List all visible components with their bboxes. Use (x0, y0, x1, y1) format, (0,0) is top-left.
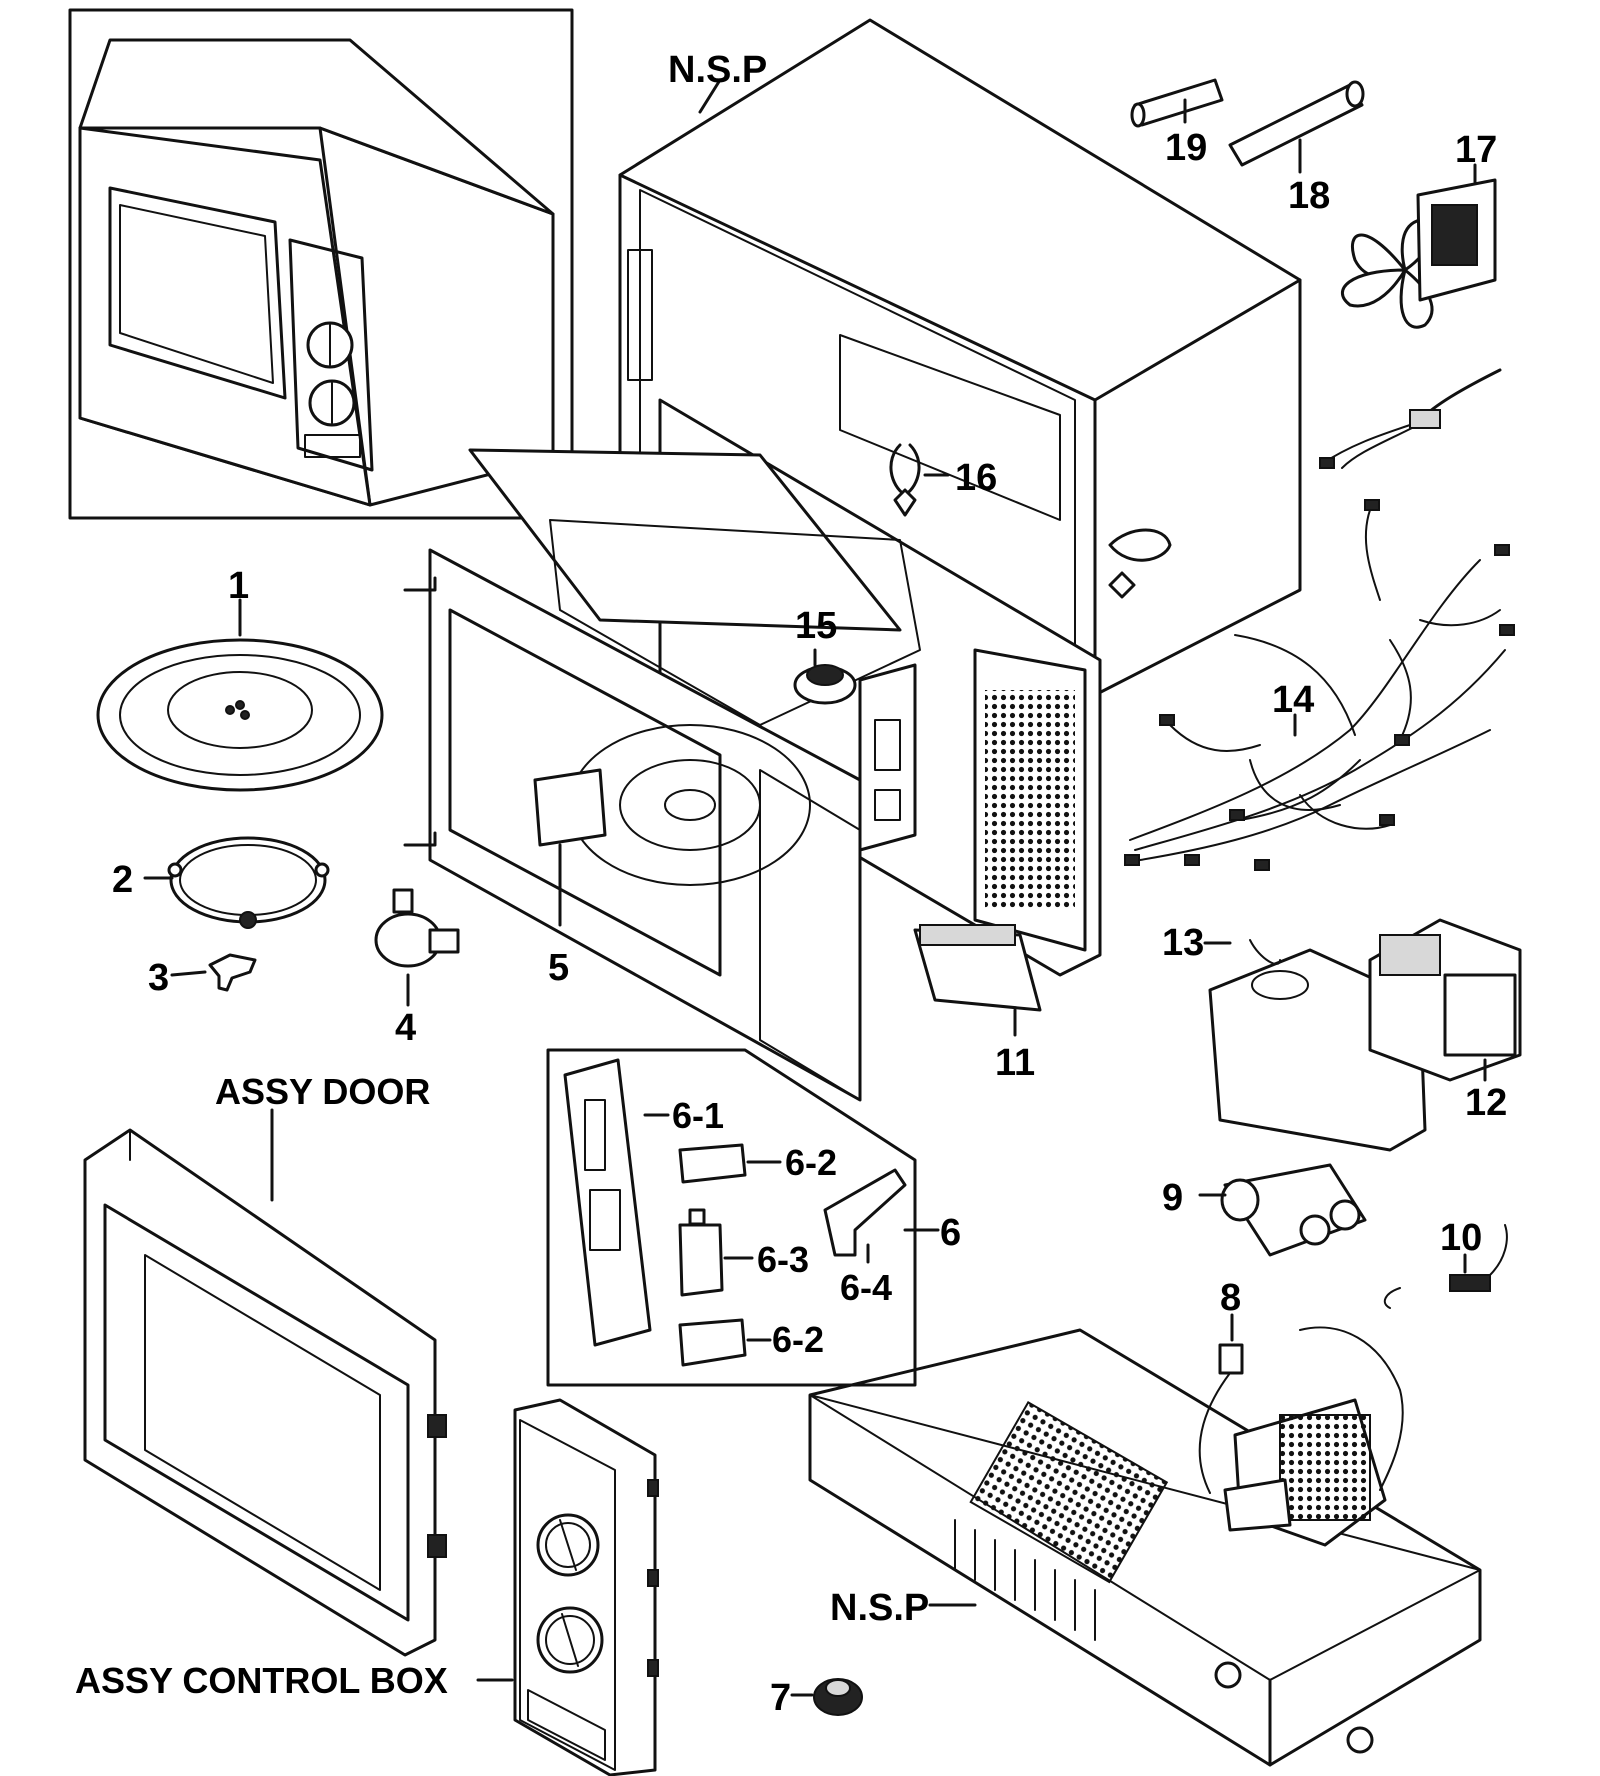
cavity-frame (403, 398, 1102, 1102)
part-18-tube (1228, 80, 1365, 167)
label-assy-door: ASSY DOOR (215, 1071, 430, 1112)
part-19-fuse (1130, 78, 1224, 128)
label-8: 8 (1220, 1277, 1241, 1319)
label-7: 7 (770, 1677, 791, 1719)
part-15-thermostat (793, 664, 857, 705)
label-19: 19 (1165, 127, 1207, 169)
label-2: 2 (112, 859, 133, 901)
label-15: 15 (795, 605, 837, 647)
label-nsp-bottom: N.S.P (830, 1587, 929, 1629)
label-18: 18 (1288, 175, 1330, 217)
part-3-coupler (208, 953, 257, 992)
label-12: 12 (1465, 1082, 1507, 1124)
label-6-4: 6-4 (840, 1267, 892, 1308)
part-4-turntable-motor (374, 888, 460, 968)
part-7-foot (813, 1678, 863, 1716)
label-1: 1 (228, 565, 249, 607)
label-16: 16 (955, 457, 997, 499)
part-2-roller-ring (167, 836, 330, 929)
label-10: 10 (1440, 1217, 1482, 1259)
part-10-diode (1383, 1224, 1508, 1309)
assy-door (83, 1128, 447, 1657)
label-13: 13 (1162, 922, 1204, 964)
label-14: 14 (1272, 679, 1314, 721)
transformer (1223, 1398, 1387, 1547)
part-9-capacitor (1220, 1163, 1367, 1257)
vent-holes (985, 690, 1075, 910)
part-5-cover (533, 768, 607, 847)
label-6-2a: 6-2 (785, 1142, 837, 1183)
label-11: 11 (995, 1042, 1035, 1084)
label-17: 17 (1455, 129, 1497, 171)
label-6: 6 (940, 1212, 961, 1254)
part-8-connector (1198, 1326, 1404, 1494)
label-6-2b: 6-2 (772, 1319, 824, 1360)
assy-control-box (513, 1398, 659, 1776)
part-11-switch-block (913, 924, 1042, 1012)
power-cord (1319, 368, 1502, 469)
part-12-magnetron (1368, 918, 1522, 1082)
base-plate (808, 1328, 1482, 1767)
assembled-microwave-inset (68, 8, 574, 520)
label-4: 4 (395, 1007, 416, 1049)
label-6-1: 6-1 (672, 1095, 724, 1136)
label-6-3: 6-3 (757, 1239, 809, 1280)
part-16-clip (889, 443, 1172, 599)
part-6-interlock-assembly (546, 1048, 917, 1387)
part-14-wire-harness (1124, 499, 1515, 871)
label-5: 5 (548, 947, 569, 989)
label-nsp-top: N.S.P (668, 49, 767, 91)
label-3: 3 (148, 957, 169, 999)
part-1-turntable-tray (96, 638, 384, 792)
label-assy-control-box: ASSY CONTROL BOX (75, 1660, 448, 1701)
part-17-fan-motor (1340, 178, 1497, 329)
label-9: 9 (1162, 1177, 1183, 1219)
base-vents (954, 1519, 1096, 1641)
